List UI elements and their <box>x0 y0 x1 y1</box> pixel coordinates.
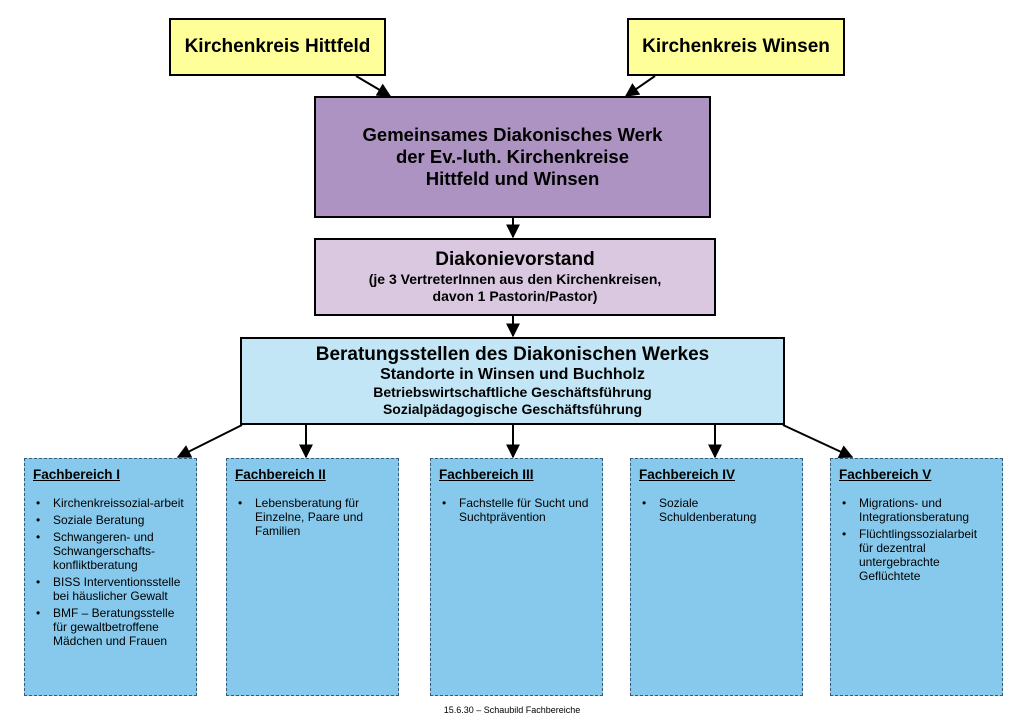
fachbereich-5-box: Fachbereich V Migrations- und Integratio… <box>830 458 1003 696</box>
beratung-title: Beratungsstellen des Diakonischen Werkes <box>315 344 710 365</box>
page-caption: 15.6.30 – Schaubild Fachbereiche <box>443 705 581 715</box>
list-item: Schwangeren- und Schwangerschafts-konfli… <box>33 530 188 572</box>
beratung-line-3: Sozialpädagogische Geschäftsführung <box>382 401 643 417</box>
list-item: Lebensberatung für Einzelne, Paare und F… <box>235 496 390 538</box>
vorstand-line-1: (je 3 VertreterInnen aus den Kirchenkrei… <box>368 271 662 287</box>
fachbereich-2-box: Fachbereich II Lebensberatung für Einzel… <box>226 458 399 696</box>
arrow-to-fachbereich-5 <box>782 424 854 459</box>
fachbereich-5-title: Fachbereich V <box>839 467 932 482</box>
diakonievorstand-box: Diakonievorstand (je 3 VertreterInnen au… <box>314 238 716 316</box>
list-item: Fachstelle für Sucht und Suchtprävention <box>439 496 594 524</box>
werk-line-3: Hittfeld und Winsen <box>425 168 600 189</box>
diakonisches-werk-box: Gemeinsames Diakonisches Werk der Ev.-lu… <box>314 96 711 218</box>
kirchenkreis-hittfeld-box: Kirchenkreis Hittfeld <box>169 18 386 76</box>
werk-line-1: Gemeinsames Diakonisches Werk <box>362 124 663 145</box>
fachbereich-4-title: Fachbereich IV <box>639 467 736 482</box>
fachbereich-4-list: Soziale Schuldenberatung <box>639 496 794 524</box>
fachbereich-3-list: Fachstelle für Sucht und Suchtprävention <box>439 496 594 524</box>
list-item: Kirchenkreissozial-arbeit <box>33 496 188 510</box>
fachbereich-3-box: Fachbereich III Fachstelle für Sucht und… <box>430 458 603 696</box>
list-item: Soziale Beratung <box>33 513 188 527</box>
list-item: BISS Interventionsstelle bei häuslicher … <box>33 575 188 603</box>
list-item: BMF – Beratungsstelle für gewaltbetroffe… <box>33 606 188 648</box>
beratung-line-2: Betriebswirtschaftliche Geschäftsführung <box>373 384 652 400</box>
arrow-winsen-to-werk <box>624 75 656 97</box>
fachbereich-4-box: Fachbereich IV Soziale Schuldenberatung <box>630 458 803 696</box>
fachbereich-3-title: Fachbereich III <box>439 467 534 482</box>
beratung-line-1: Standorte in Winsen und Buchholz <box>380 366 645 383</box>
vorstand-line-2: davon 1 Pastorin/Pastor) <box>432 288 598 304</box>
kirchenkreis-hittfeld-label: Kirchenkreis Hittfeld <box>184 36 371 57</box>
fachbereich-2-list: Lebensberatung für Einzelne, Paare und F… <box>235 496 390 538</box>
fachbereich-1-box: Fachbereich I Kirchenkreissozial-arbeit … <box>24 458 197 696</box>
vorstand-title: Diakonievorstand <box>435 249 595 270</box>
beratungsstellen-box: Beratungsstellen des Diakonischen Werkes… <box>240 337 785 425</box>
fachbereich-2-title: Fachbereich II <box>235 467 326 482</box>
werk-line-2: der Ev.-luth. Kirchenkreise <box>395 146 630 167</box>
fachbereich-1-title: Fachbereich I <box>33 467 121 482</box>
list-item: Migrations- und Integrationsberatung <box>839 496 994 524</box>
arrow-hittfeld-to-werk <box>355 75 392 97</box>
list-item: Flüchtlingssozialarbeit für dezentral un… <box>839 527 994 583</box>
list-item: Soziale Schuldenberatung <box>639 496 794 524</box>
arrow-to-fachbereich-1 <box>176 424 243 458</box>
kirchenkreis-winsen-label: Kirchenkreis Winsen <box>642 36 830 57</box>
kirchenkreis-winsen-box: Kirchenkreis Winsen <box>627 18 845 76</box>
fachbereich-5-list: Migrations- und Integrationsberatung Flü… <box>839 496 994 583</box>
fachbereich-1-list: Kirchenkreissozial-arbeit Soziale Beratu… <box>33 496 188 648</box>
